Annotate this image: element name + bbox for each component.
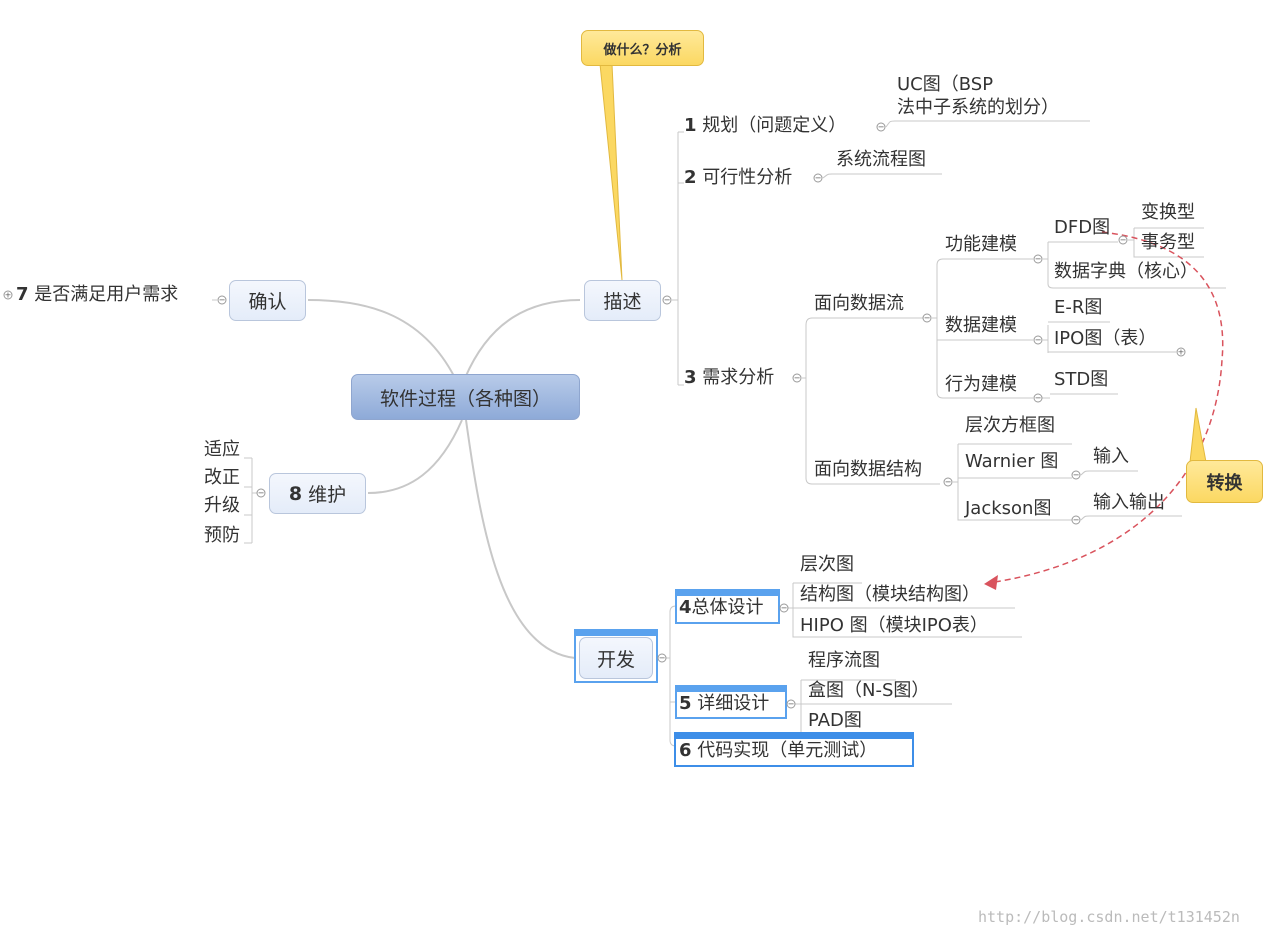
maintain-corrective[interactable]: 改正 [204, 467, 240, 488]
er-diagram[interactable]: E-R图 [1054, 297, 1103, 318]
item-feasibility[interactable]: 2 可行性分析 [684, 167, 792, 189]
behavior-modeling[interactable]: 行为建模 [945, 374, 1017, 395]
maintain-perfective[interactable]: 升级 [204, 495, 240, 516]
functional-modeling[interactable]: 功能建模 [945, 234, 1017, 255]
jackson-io[interactable]: 输入输出 [1093, 492, 1165, 513]
item-planning[interactable]: 1 规划（问题定义） [684, 115, 846, 137]
arrow-head-icon [984, 575, 998, 590]
collapse-icon[interactable]: − [662, 295, 672, 305]
maintain-label: 维护 [308, 484, 347, 506]
topic-text: 需求分析 [702, 367, 775, 388]
selection-frame [675, 685, 787, 719]
topic-text: 详细设计 [697, 693, 770, 714]
uc-diagram-line2[interactable]: 法中子系统的划分） [897, 97, 1059, 118]
expand-icon[interactable]: + [3, 290, 13, 300]
hipo-chart[interactable]: HIPO 图（模块IPO表） [800, 615, 988, 636]
jackson-diagram[interactable]: Jackson图 [965, 498, 1052, 519]
topic-develop[interactable]: 开发 [579, 637, 653, 679]
callout-analysis[interactable]: 做什么？分析 [581, 30, 704, 66]
ns-chart[interactable]: 盒图（N-S图） [808, 680, 930, 701]
topic-text: 1 [684, 115, 697, 136]
item-overall-design[interactable]: 4总体设计 [679, 597, 764, 619]
dataflow-oriented[interactable]: 面向数据流 [814, 293, 904, 314]
transform-arrow [994, 231, 1224, 583]
selection-frame [675, 589, 780, 624]
collapse-icon[interactable]: − [943, 477, 953, 487]
callout-transform[interactable]: 转换 [1186, 460, 1263, 503]
item-detailed-design[interactable]: 5 详细设计 [679, 693, 769, 715]
collapse-icon[interactable]: − [779, 603, 789, 613]
warnier-diagram[interactable]: Warnier 图 [965, 451, 1059, 472]
uc-diagram-line1[interactable]: UC图（BSP [897, 74, 994, 95]
topic-text: 代码实现（单元测试） [697, 740, 878, 761]
topic-text: 可行性分析 [702, 167, 793, 188]
system-flowchart[interactable]: 系统流程图 [836, 149, 926, 170]
collapse-icon[interactable]: − [876, 122, 886, 132]
data-dictionary[interactable]: 数据字典（核心） [1054, 261, 1198, 282]
structure-chart[interactable]: 结构图（模块结构图） [800, 584, 980, 605]
transform-type[interactable]: 变换型 [1141, 202, 1195, 223]
callout-tail [1189, 407, 1207, 463]
collapse-icon[interactable]: − [922, 313, 932, 323]
topic-text: 6 [679, 740, 692, 761]
root-topic[interactable]: 软件过程（各种图） [351, 374, 580, 420]
topic-text: 3 [684, 367, 697, 388]
hierarchy-chart[interactable]: 层次图 [800, 554, 854, 575]
collapse-icon[interactable]: − [786, 699, 796, 709]
topic-text: 7 [16, 284, 29, 305]
dfd-diagram[interactable]: DFD图 [1054, 217, 1111, 238]
ipo-diagram[interactable]: IPO图（表） [1054, 328, 1157, 349]
collapse-icon[interactable]: − [792, 373, 802, 383]
collapse-icon[interactable]: − [1033, 254, 1043, 264]
topic-describe[interactable]: 描述 [584, 280, 661, 321]
selection-frame [674, 732, 914, 767]
item-coding[interactable]: 6 代码实现（单元测试） [679, 740, 877, 762]
topic-text: 4 [679, 597, 692, 618]
program-flowchart[interactable]: 程序流图 [808, 650, 880, 671]
callout-tail [599, 63, 623, 281]
topic-text: 2 [684, 167, 697, 188]
collapse-icon[interactable]: − [217, 295, 227, 305]
collapse-icon[interactable]: − [813, 173, 823, 183]
topic-text: 5 [679, 693, 692, 714]
collapse-icon[interactable]: − [1033, 393, 1043, 403]
expand-icon[interactable]: + [1176, 347, 1186, 357]
item-user-needs[interactable]: 7 是否满足用户需求 [16, 284, 178, 306]
maintain-adaptive[interactable]: 适应 [204, 439, 240, 460]
datastructure-oriented[interactable]: 面向数据结构 [814, 459, 922, 480]
transaction-type[interactable]: 事务型 [1141, 232, 1195, 253]
pad-chart[interactable]: PAD图 [808, 710, 862, 731]
data-modeling[interactable]: 数据建模 [945, 315, 1017, 336]
item-requirements[interactable]: 3 需求分析 [684, 367, 774, 389]
topic-text: 规划（问题定义） [702, 115, 847, 136]
collapse-icon[interactable]: − [1071, 515, 1081, 525]
warnier-input[interactable]: 输入 [1093, 446, 1129, 467]
collapse-icon[interactable]: − [256, 488, 266, 498]
collapse-icon[interactable]: − [1071, 470, 1081, 480]
topic-text: 是否满足用户需求 [34, 284, 179, 305]
collapse-icon[interactable]: − [657, 653, 667, 663]
maintain-num: 8 [288, 482, 303, 505]
std-diagram[interactable]: STD图 [1054, 369, 1109, 390]
topic-confirm[interactable]: 确认 [229, 280, 306, 321]
collapse-icon[interactable]: − [1118, 235, 1128, 245]
selection-frame [574, 629, 658, 683]
watermark: http://blog.csdn.net/t131452n [978, 908, 1240, 926]
hierarchy-box-diagram[interactable]: 层次方框图 [965, 415, 1055, 436]
topic-text: 总体设计 [691, 597, 764, 618]
maintain-preventive[interactable]: 预防 [204, 525, 240, 546]
collapse-icon[interactable]: − [1033, 335, 1043, 345]
topic-maintain[interactable]: 8 维护 [269, 473, 366, 514]
